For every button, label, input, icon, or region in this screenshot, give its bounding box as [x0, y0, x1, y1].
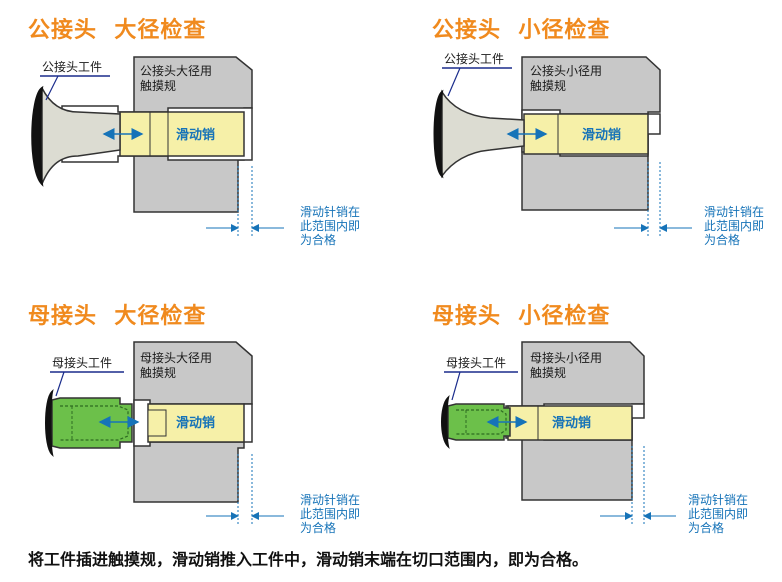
part-label: 母接头工件 — [446, 355, 506, 370]
title-female-large: 母接头 大径检查 — [28, 304, 207, 329]
male-workpiece — [441, 89, 525, 179]
part-label: 母接头工件 — [52, 355, 112, 370]
note-line-1: 滑动针销在 — [300, 204, 360, 219]
panel-female-large: 母接头工件 母接头大径用 触摸规 滑动销 滑动针销在 此范围内即 为合格 — [45, 341, 360, 535]
panel-female-small: 母接头工件 母接头小径用 触摸规 滑动销 滑动针销在 此范围内即 为合格 — [441, 341, 748, 535]
panel-male-large: 公接头工件 公接头大径用 触摸规 滑动销 滑动针销在 此范围内即 为合格 — [31, 56, 360, 247]
caption: 将工件插进触摸规，滑动销推入工件中，滑动销末端在切口范围内，即为合格。 — [28, 550, 589, 569]
note-line-2: 此范围内即 — [704, 219, 764, 233]
panel-male-small: 公接头工件 公接头小径用 触摸规 滑动销 滑动针销在 此范围内即 为合格 — [433, 51, 764, 247]
pin-label: 滑动销 — [176, 415, 215, 431]
sliding-pin — [507, 405, 633, 441]
title-female-small: 母接头 小径检查 — [432, 304, 611, 329]
part-label: 公接头工件 — [42, 59, 102, 74]
note-line-2: 此范围内即 — [688, 507, 748, 521]
pin-label: 滑动销 — [582, 127, 621, 143]
gauge-label-2: 触摸规 — [140, 78, 176, 93]
pin-label: 滑动销 — [176, 127, 215, 143]
gauge-label-2: 触摸规 — [530, 365, 566, 380]
workpiece-flange — [31, 85, 44, 187]
gauge-label-2: 触摸规 — [140, 365, 176, 380]
note-line-1: 滑动针销在 — [688, 492, 748, 507]
note-line-3: 为合格 — [704, 232, 740, 247]
gauge-label-1: 公接头小径用 — [530, 63, 602, 78]
part-leader-line — [55, 371, 65, 397]
workpiece-flange — [45, 388, 54, 458]
gauge-label-1: 公接头大径用 — [140, 63, 212, 78]
female-workpiece — [447, 403, 511, 441]
workpiece-flange — [433, 89, 444, 179]
note-line-2: 此范围内即 — [300, 507, 360, 521]
pin-label: 滑动销 — [552, 415, 591, 431]
note-line-3: 为合格 — [300, 520, 336, 535]
part-label: 公接头工件 — [444, 51, 504, 66]
note-line-3: 为合格 — [300, 232, 336, 247]
part-leader-line — [451, 371, 461, 401]
gauge-label-1: 母接头小径用 — [530, 350, 602, 365]
note-line-1: 滑动针销在 — [300, 492, 360, 507]
part-leader-line — [45, 75, 59, 101]
title-male-large: 公接头 大径检查 — [28, 18, 207, 43]
note-line-2: 此范围内即 — [300, 219, 360, 233]
workpiece-flange — [441, 394, 450, 450]
part-leader-line — [447, 67, 461, 97]
gauge-label-2: 触摸规 — [530, 78, 566, 93]
note-line-3: 为合格 — [688, 520, 724, 535]
female-workpiece — [51, 397, 133, 449]
title-male-small: 公接头 小径检查 — [432, 18, 611, 43]
note-line-1: 滑动针销在 — [704, 204, 764, 219]
gauge-label-1: 母接头大径用 — [140, 350, 212, 365]
male-workpiece — [41, 87, 121, 185]
